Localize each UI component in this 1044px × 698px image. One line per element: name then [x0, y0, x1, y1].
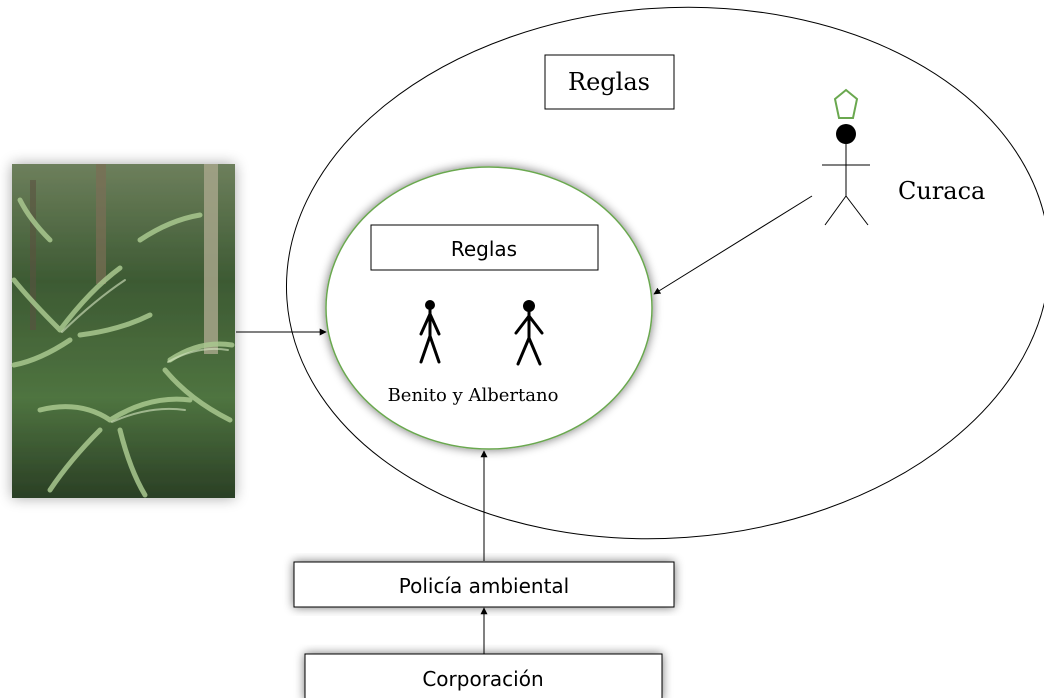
curaca-actor-icon	[822, 88, 870, 226]
community-circle	[325, 166, 653, 450]
corporation-box	[304, 653, 663, 698]
crown-icon	[833, 88, 859, 119]
forest-photo	[11, 164, 235, 498]
inner-rules-box: Reglas	[370, 224, 599, 271]
people-label: Benito y Albertano	[388, 385, 559, 406]
person-icon	[514, 300, 544, 366]
outer-rules-box: Reglas	[544, 54, 675, 110]
inner-rules-label: Reglas	[451, 237, 517, 261]
curaca-arrow	[653, 195, 813, 295]
curaca-label: Curaca	[898, 177, 985, 205]
police-label: Policía ambiental	[399, 574, 570, 598]
corporation-label: Corporación	[422, 667, 543, 691]
outer-rules-label: Reglas	[568, 68, 650, 96]
person-icon	[419, 300, 441, 364]
outer-ellipse	[285, 6, 1044, 540]
police-box	[293, 561, 675, 608]
